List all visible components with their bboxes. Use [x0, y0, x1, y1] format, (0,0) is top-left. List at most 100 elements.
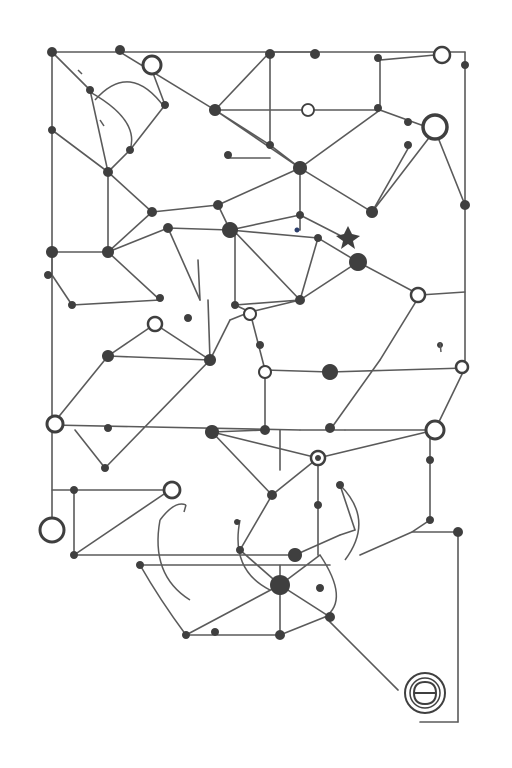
- curved-connector: [339, 484, 360, 561]
- network-node: [288, 548, 302, 562]
- connector-line: [51, 274, 73, 306]
- network-node: [325, 423, 335, 433]
- connector-line: [264, 369, 331, 373]
- curved-connector: [94, 81, 166, 109]
- network-node: [102, 350, 114, 362]
- connector-line: [419, 291, 466, 296]
- network-node: [270, 575, 290, 595]
- connector-line: [107, 251, 161, 301]
- connector-line: [71, 299, 161, 306]
- network-node: [267, 490, 277, 500]
- connector-line: [329, 359, 381, 431]
- network-node: [205, 425, 219, 439]
- network-node: [126, 146, 134, 154]
- line-fragment: [439, 342, 442, 353]
- connector-line: [234, 231, 301, 301]
- network-node: [296, 211, 304, 219]
- curved-connector: [157, 519, 191, 601]
- network-node: [461, 61, 469, 69]
- curved-connector: [139, 564, 187, 636]
- network-node: [70, 486, 78, 494]
- line-fragment: [77, 69, 83, 75]
- connector-line: [299, 167, 373, 213]
- ring-node: [243, 307, 257, 321]
- network-node: [115, 45, 125, 55]
- network-node: [236, 546, 244, 554]
- connector-line: [167, 227, 201, 301]
- connector-line: [324, 616, 399, 691]
- ring-node: [162, 480, 182, 500]
- network-node: [426, 456, 434, 464]
- network-node: [209, 104, 221, 116]
- curved-connectors: [89, 81, 360, 636]
- network-node: [136, 561, 144, 569]
- network-node: [70, 551, 78, 559]
- connector-line: [167, 227, 231, 231]
- connector-line: [51, 51, 91, 91]
- network-node: [222, 222, 238, 238]
- network-node: [314, 234, 322, 242]
- connector-line: [379, 54, 436, 61]
- connector-line: [73, 489, 171, 556]
- curved-connector: [237, 519, 271, 591]
- connector-line: [249, 311, 266, 371]
- connector-line: [214, 109, 301, 169]
- connector-line: [299, 261, 359, 301]
- network-node: [147, 207, 157, 217]
- network-node: [182, 631, 190, 639]
- network-node: [211, 628, 219, 636]
- connector-line: [209, 319, 231, 361]
- connector-line: [371, 129, 436, 213]
- network-node: [231, 301, 239, 309]
- network-node: [256, 341, 264, 349]
- curved-connector: [159, 503, 187, 521]
- connector-line: [119, 51, 216, 111]
- connector-line: [359, 531, 413, 556]
- network-node: [404, 141, 412, 149]
- connector-line: [339, 529, 356, 536]
- connector-line: [51, 424, 301, 431]
- connector-line: [211, 429, 266, 433]
- network-node: [295, 295, 305, 305]
- ring-node: [141, 54, 163, 76]
- connector-line: [271, 457, 319, 496]
- connector-line: [51, 355, 109, 426]
- ring-node: [421, 113, 449, 141]
- connector-line: [74, 429, 106, 469]
- connector-line: [357, 261, 421, 296]
- network-nodes: [44, 45, 470, 640]
- line-fragment: [99, 119, 105, 127]
- network-node: [213, 200, 223, 210]
- connector-line: [211, 431, 273, 496]
- network-node: [156, 294, 164, 302]
- end-node-symbol: [413, 680, 438, 706]
- network-node: [265, 49, 275, 59]
- connector-line: [197, 259, 201, 301]
- connector-line: [107, 323, 156, 357]
- network-node: [163, 223, 173, 233]
- network-node: [204, 354, 216, 366]
- ring-node: [432, 45, 452, 65]
- network-node: [86, 86, 94, 94]
- connector-line: [239, 494, 273, 551]
- connector-line: [104, 359, 211, 469]
- ring-node: [146, 315, 164, 333]
- network-node: [336, 481, 344, 489]
- ring-node: [38, 516, 66, 544]
- network-node: [224, 151, 232, 159]
- connector-line: [279, 616, 326, 636]
- network-node: [366, 206, 378, 218]
- star-mark: [336, 226, 360, 249]
- connector-line: [107, 227, 169, 253]
- network-node: [322, 364, 338, 380]
- line-fragment: [183, 504, 187, 513]
- connector-line: [107, 149, 131, 173]
- ring-node: [258, 365, 272, 379]
- connector-line: [229, 214, 301, 231]
- connector-line: [207, 299, 211, 361]
- ring-node: [301, 103, 315, 117]
- connector-line: [371, 144, 411, 213]
- network-node: [260, 425, 270, 435]
- connector-line: [211, 431, 319, 459]
